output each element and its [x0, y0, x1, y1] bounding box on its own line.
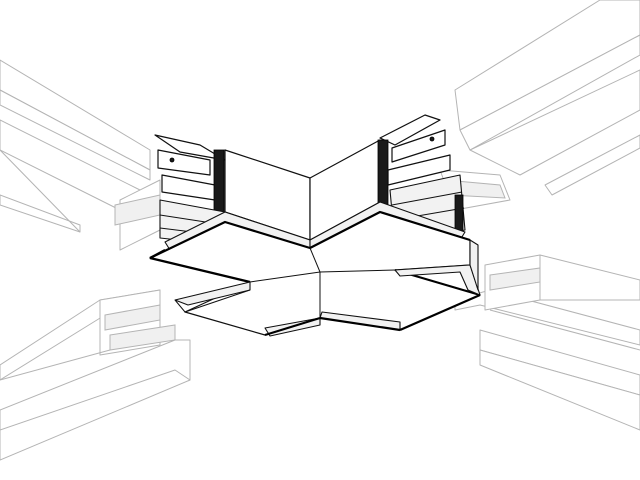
- ceiling-panel-top-right: [454, 0, 640, 196]
- profile-bottom-right: [454, 254, 640, 431]
- profile-bottom-left: [0, 289, 191, 461]
- profile-top-left: [114, 179, 161, 251]
- ceiling-panel-top-left: [0, 59, 151, 233]
- x-connector: [149, 114, 481, 337]
- wall-strip-right: [469, 239, 479, 291]
